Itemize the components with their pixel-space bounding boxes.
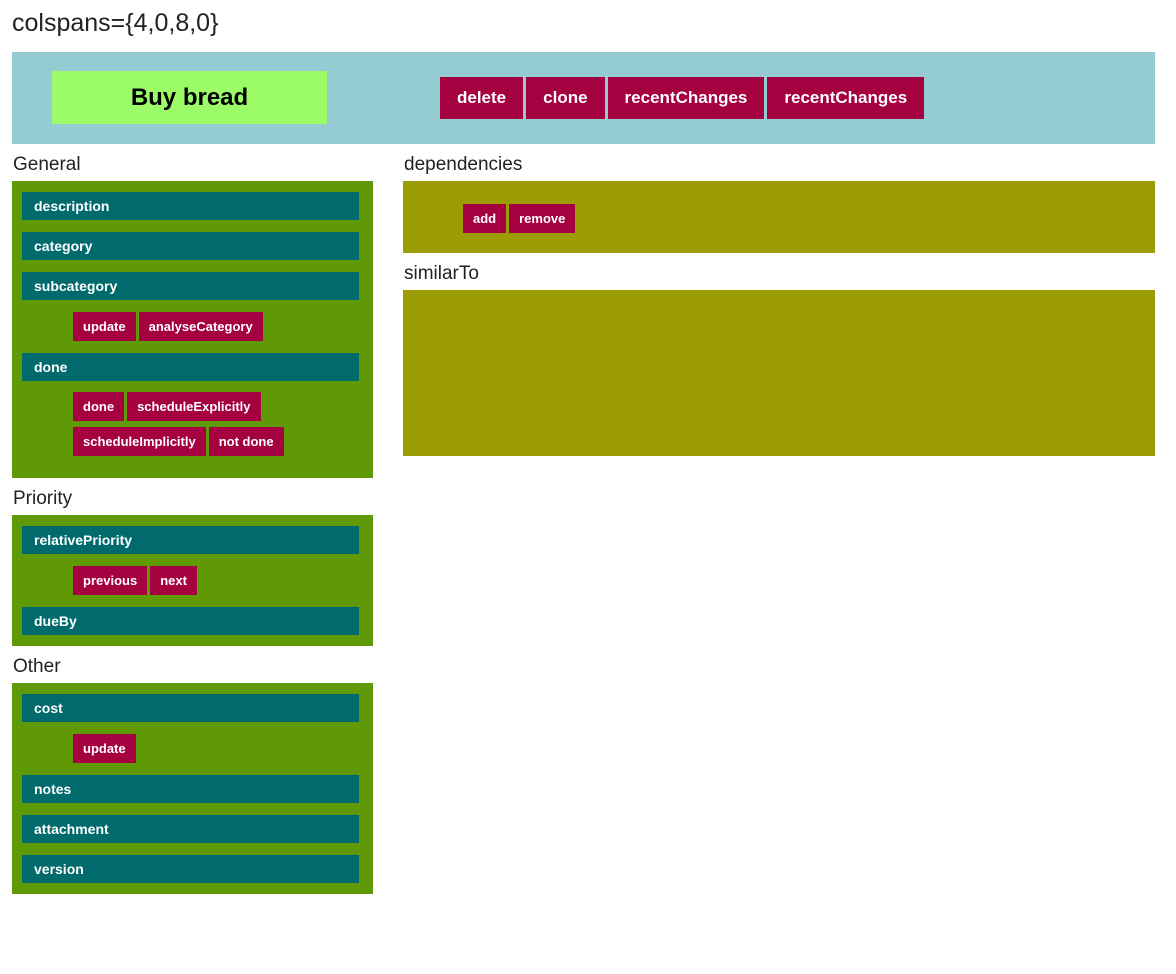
- field-category[interactable]: category: [22, 232, 359, 260]
- section-label-other: Other: [13, 656, 61, 677]
- field-description[interactable]: description: [22, 192, 359, 220]
- right-column: dependencies add remove similarTo: [403, 144, 1155, 456]
- panel-dependencies: add remove: [403, 181, 1155, 253]
- field-done[interactable]: done: [22, 353, 359, 381]
- field-due-by[interactable]: dueBy: [22, 607, 359, 635]
- done-button[interactable]: done: [73, 392, 125, 421]
- clone-button[interactable]: clone: [526, 77, 605, 119]
- analyse-category-button[interactable]: analyseCategory: [138, 312, 263, 341]
- button-row-schedule-actions: scheduleImplicitly not done: [12, 427, 373, 456]
- update-button-cost[interactable]: update: [73, 734, 136, 763]
- section-label-priority: Priority: [13, 488, 73, 509]
- button-row-cost-actions: update: [12, 734, 373, 763]
- update-button-category[interactable]: update: [73, 312, 136, 341]
- panel-similar-to: [403, 290, 1155, 456]
- item-title-box[interactable]: Buy bread: [52, 71, 327, 124]
- field-version[interactable]: version: [22, 855, 359, 883]
- next-button[interactable]: next: [150, 566, 197, 595]
- left-column: General description category subcategory…: [12, 144, 373, 894]
- section-label-dependencies: dependencies: [404, 154, 523, 175]
- button-row-category-actions: update analyseCategory: [12, 312, 373, 341]
- panel-priority: relativePriority previous next dueBy: [12, 515, 373, 646]
- field-subcategory[interactable]: subcategory: [22, 272, 359, 300]
- field-cost[interactable]: cost: [22, 694, 359, 722]
- not-done-button[interactable]: not done: [208, 427, 284, 456]
- schedule-explicitly-button[interactable]: scheduleExplicitly: [127, 392, 261, 421]
- section-label-similar-to: similarTo: [404, 263, 479, 284]
- button-row-done-actions: done scheduleExplicitly: [12, 392, 373, 421]
- remove-button[interactable]: remove: [509, 204, 576, 233]
- schedule-implicitly-button[interactable]: scheduleImplicitly: [73, 427, 206, 456]
- recent-changes-button-2[interactable]: recentChanges: [767, 77, 925, 119]
- panel-general: description category subcategory update …: [12, 181, 373, 478]
- item-title-text: Buy bread: [130, 83, 249, 111]
- page-title: colspans={4,0,8,0}: [12, 9, 219, 37]
- item-header-bar: Buy bread delete clone recentChanges rec…: [12, 52, 1155, 144]
- section-label-general: General: [13, 154, 81, 175]
- panel-other: cost update notes attachment version: [12, 683, 373, 894]
- recent-changes-button-1[interactable]: recentChanges: [607, 77, 765, 119]
- field-notes[interactable]: notes: [22, 775, 359, 803]
- add-button[interactable]: add: [463, 204, 507, 233]
- delete-button[interactable]: delete: [440, 77, 524, 119]
- button-row-dependency-actions: add remove: [403, 204, 1155, 233]
- previous-button[interactable]: previous: [73, 566, 148, 595]
- field-relative-priority[interactable]: relativePriority: [22, 526, 359, 554]
- field-attachment[interactable]: attachment: [22, 815, 359, 843]
- header-action-buttons: delete clone recentChanges recentChanges: [440, 77, 925, 119]
- button-row-priority-actions: previous next: [12, 566, 373, 595]
